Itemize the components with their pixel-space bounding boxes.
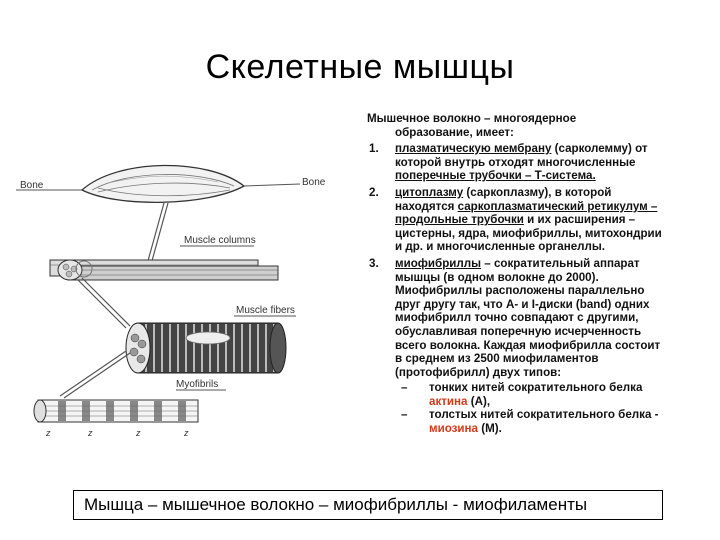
item-term: плазматическую мембрану — [395, 142, 552, 156]
label-bone-right: Bone — [302, 177, 326, 188]
sub-item-text-end: (М). — [477, 422, 502, 436]
label-muscle-fibers: Muscle fibers — [236, 305, 295, 316]
item-term: цитоплазму — [395, 185, 464, 199]
sub-item: – тонких нитей сократительного белка акти… — [395, 381, 667, 408]
label-myofibrils: Myofibrils — [176, 379, 218, 390]
sub-item-text: тонких нитей сократительного белка — [429, 381, 643, 395]
label-z-1: z — [45, 428, 51, 438]
item-text: – сократительный аппарат мышцы (в одном … — [395, 256, 661, 379]
label-z-4: z — [183, 428, 189, 438]
muscle-structure-illustration: Bone Bone Muscle columns — [16, 164, 326, 438]
intro-line-2: образование, имеет: — [395, 125, 514, 139]
highlight-term: миозина — [429, 422, 478, 436]
label-z-2: z — [87, 428, 93, 438]
list-item: 1. плазматическую мембрану (сарколемму) о… — [367, 142, 667, 183]
label-bone-left: Bone — [20, 180, 44, 191]
myofibril-strand — [33, 399, 199, 423]
dash-marker: – — [401, 408, 408, 422]
slide-title: Скелетные мышцы — [205, 48, 515, 86]
description-text: Мышечное волокно – многоядерное образова… — [367, 112, 667, 436]
hierarchy-summary-box: Мышца – мышечное волокно – миофибриллы -… — [73, 490, 663, 520]
item-text-tail: и их расширения – цистерны, ядра, миофиб… — [395, 213, 662, 254]
label-muscle-columns: Muscle columns — [184, 235, 256, 246]
sub-item-text: толстых нитей сократительного белка - — [429, 408, 659, 422]
muscle-fiber-cylinder — [125, 322, 287, 374]
item-number: 1. — [369, 142, 379, 156]
item-text: (сарколемму) от которой внутрь отходят м… — [395, 142, 648, 169]
muscle-columns-bundle — [49, 259, 279, 281]
property-list: 1. плазматическую мембрану (сарколемму) о… — [367, 142, 667, 435]
list-item: 2. цитоплазму (саркоплазму), в которой на… — [367, 186, 667, 254]
item-term-secondary: саркоплазматический ретикулум – продольн… — [395, 199, 658, 227]
intro-paragraph: Мышечное волокно – многоядерное образова… — [367, 112, 667, 139]
item-number: 3. — [369, 256, 379, 270]
highlight-term: актина — [429, 394, 468, 408]
item-term: миофибриллы — [395, 256, 482, 270]
muscle-spindle — [16, 164, 301, 203]
sub-item: – толстых нитей сократительного белка - м… — [395, 408, 667, 435]
dash-marker: – — [401, 381, 408, 395]
filament-types-list: – тонких нитей сократительного белка акти… — [395, 381, 667, 435]
list-item: 3. миофибриллы – сократительный аппарат м… — [367, 257, 667, 436]
item-number: 2. — [369, 185, 379, 199]
item-term-secondary: поперечные трубочки – Т-система. — [395, 169, 596, 183]
label-z-3: z — [135, 428, 141, 438]
sub-item-text-end: (А), — [467, 394, 491, 408]
intro-line-1: Мышечное волокно – многоядерное — [367, 112, 577, 125]
item-text: (саркоплазму), в которой находятся — [395, 185, 612, 213]
